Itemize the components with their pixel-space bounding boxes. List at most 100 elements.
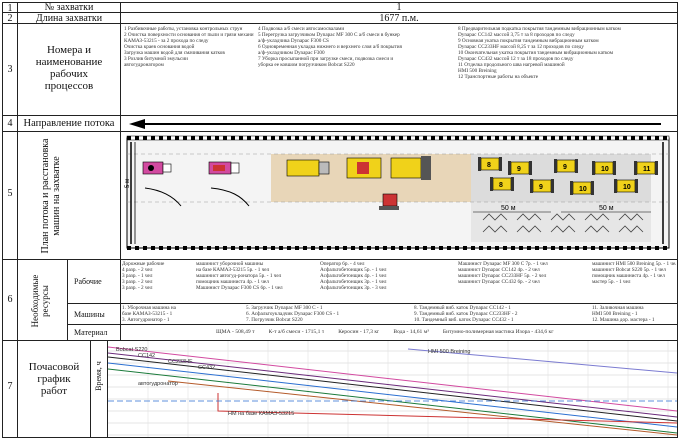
material-item: Битумно-полимерная мастика Изора - 434,6… (442, 329, 554, 335)
row5-label: План потока и расстановка машин на захва… (40, 138, 62, 254)
row5-label-cell: План потока и расстановка машин на захва… (17, 131, 121, 260)
curve-label: CC432 (198, 365, 215, 371)
machine-line: 1. Уборочная машина на (122, 305, 176, 311)
row6-number: 6 (7, 294, 13, 305)
process-line: КАМАЗ-53215 - за 2 прохода по следу (124, 38, 209, 44)
curve-label: CC233HF (168, 359, 193, 365)
flow-direction-arrow (129, 119, 661, 129)
worker-line: помощник машиниста 4р. - 1 чел (592, 273, 665, 279)
row2-value: 1677 п.м. (379, 13, 419, 24)
roller-number: 10 (579, 186, 587, 193)
machines-col-3: 8. Тандемный виб. каток Dynapac CC142 - … (414, 305, 564, 323)
roller: 9 (554, 159, 578, 173)
worker-line: машинист автогуд-ронатора 5р. - 1 чел (196, 273, 282, 279)
curve-label: HMI 500 Breining (428, 349, 471, 355)
worker-line: машинист Dynapac CC142 4р. - 2 чел (458, 267, 540, 273)
process-line: Dynapac CC233HF массой 8,25 т за 12 прох… (458, 44, 584, 50)
machine-line: 10. Тандемный виб. каток Dynapac CC432 -… (414, 317, 514, 323)
machine-line: 8. Тандемный виб. каток Dynapac CC142 - … (414, 305, 511, 311)
process-line: автогудронатором (124, 62, 164, 68)
workers-label-cell: Рабочие (67, 259, 121, 304)
schedule-line (108, 346, 677, 412)
feeder-mf300 (346, 157, 382, 179)
row3-label: Номера и наименование рабочих процессов (35, 44, 103, 92)
row2-label: Длина захватки (35, 13, 103, 24)
process-line: 5 Перегрузка загрузчиком Dynapac MF 300 … (258, 32, 400, 38)
roller: 8 (478, 157, 502, 171)
dimension-label-2: 50 м (599, 205, 614, 212)
machine-line: 9. Тандемный виб. каток Dynapac CC233HF … (414, 311, 518, 317)
worker-line: 3 разр. - 1 чел (122, 273, 153, 279)
machine-line: HMI 500 Breining - 1 (592, 311, 638, 317)
worker-line: помощник машиниста 4р. - 1 чел (196, 279, 269, 285)
row4-number: 4 (7, 118, 13, 129)
process-line: Загрузка машин водой для смачивания катк… (124, 50, 225, 56)
processes-column-1: 1 Разбивочные работы, установка контроль… (124, 26, 254, 68)
roller: 10 (614, 179, 638, 193)
machine-line: 6. Асфальтоукладчик Dynapac F300 CS - 1 (246, 311, 340, 317)
worker-line: машинист Dynapac CC233HF 5р. - 2 чел (458, 273, 547, 279)
row7-label: Почасовой график работ (28, 361, 80, 397)
process-line: 3 Розлив битумной эмульсии (124, 56, 188, 62)
worker-line: 3 разр. - 2 чел (122, 279, 153, 285)
gudronator-machine (208, 161, 240, 175)
worker-line: Асфальтобетонщик 5р. - 1 чел (320, 267, 387, 273)
worker-line: машинист уборочной машины (196, 261, 264, 267)
row1-value: 1 (396, 2, 402, 13)
workers-label: Рабочие (74, 277, 102, 286)
row3-num-cell: 3 (2, 23, 18, 116)
row6-label: Необходимые ресурсы (30, 274, 50, 328)
curve-label: CC142 (138, 353, 155, 359)
dump-truck (286, 159, 330, 177)
process-line: 12 Транспортные работы на объекте (458, 74, 539, 80)
process-line: 10 Окончательная укатка покрытия тандемн… (458, 50, 614, 56)
curve-label: автогудронатор (138, 381, 178, 387)
row5-num-cell: 5 (2, 131, 18, 260)
roller-number: 9 (563, 164, 567, 171)
sweeper-machine (142, 161, 172, 175)
roller-number: 10 (623, 184, 631, 191)
machines-label-cell: Машины (67, 303, 121, 325)
row5-number: 5 (7, 188, 13, 199)
roller-number: 9 (517, 166, 521, 173)
row4-arrow-cell (120, 115, 678, 132)
materials-label-cell: Материал (67, 324, 121, 341)
process-line: 2 Очистка поверхности основания от пыли … (124, 32, 254, 38)
worker-line: Асфальтобетонщик 4р. - 1 чел (320, 273, 387, 279)
row3-number: 3 (7, 64, 13, 75)
time-axis-cell: Время, ч (90, 340, 108, 438)
worker-line: машинист HMI 500 Breining 5р. - 1 чел (592, 261, 676, 267)
material-item: ЩМА - 508,49 т (216, 329, 255, 335)
process-line: 1 Разбивочные работы, установка контроль… (124, 26, 243, 32)
roller-number: 9 (539, 184, 543, 191)
worker-line: Дорожные рабочие (122, 261, 165, 267)
roller-number: 8 (499, 182, 503, 189)
worker-line: машинист Dynapac CC432 6р. - 2 чел (458, 279, 540, 285)
roller: 10 (570, 181, 594, 195)
roller: 8 (490, 177, 514, 191)
roller-number: 11 (643, 166, 651, 173)
material-item: К-т а/б смеси - 1715,1 т (268, 329, 325, 335)
schedule-line (167, 380, 677, 436)
process-line: 8 Предварительная подкатка покрытия танд… (458, 26, 621, 32)
process-line: HMI 500 Breining (458, 68, 497, 74)
machine-line: 7. Погрузчик Bobcat S220 (246, 317, 303, 323)
machine-line: 12. Машина дор. мастера - 1 (592, 317, 655, 323)
row4-label: Направление потока (23, 118, 115, 129)
row4-num-cell: 4 (2, 115, 18, 132)
worker-line: 3 разр. - 2 чел (122, 285, 153, 291)
bobcat-loader (379, 193, 399, 210)
